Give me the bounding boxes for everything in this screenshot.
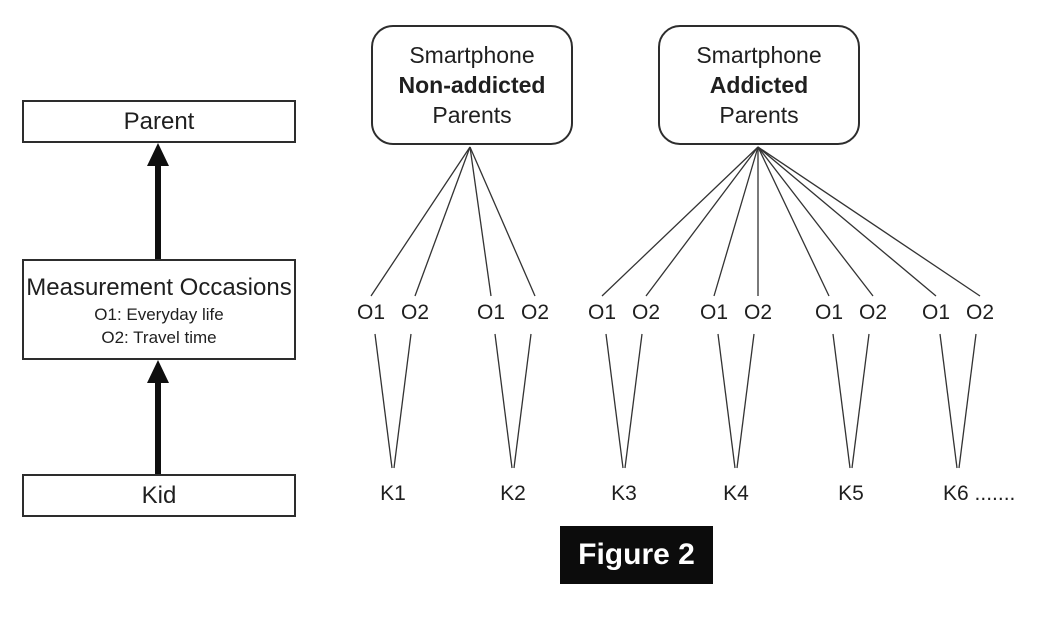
- kid-label-k5: K5: [838, 482, 864, 505]
- occasion-to-kid-lines: [374, 333, 977, 469]
- occasion-label: O1: [921, 301, 951, 324]
- kid-label-k6: K6 .......: [943, 482, 1016, 505]
- parent-box-label: Parent: [123, 107, 195, 135]
- non-addicted-parents-box: Smartphone Non-addicted Parents: [371, 25, 573, 145]
- kid-label-k1: K1: [380, 482, 406, 505]
- occasion-1-description: O1: Everyday life: [94, 304, 224, 324]
- kid-label-k4: K4: [723, 482, 749, 505]
- kid-label-k2: K2: [500, 482, 526, 505]
- left-fan-lines: [370, 146, 536, 297]
- group-line-top: Smartphone: [696, 42, 822, 68]
- parent-box: Parent: [22, 100, 296, 143]
- occasion-label: O2: [858, 301, 888, 324]
- group-line-bottom: Parents: [432, 102, 512, 128]
- occasion-2-description: O2: Travel time: [101, 327, 217, 347]
- group-line-middle: Addicted: [709, 72, 809, 98]
- measurement-occasions-box: Measurement Occasions O1: Everyday life …: [22, 259, 296, 360]
- group-line-bottom: Parents: [719, 102, 799, 128]
- occasion-label: O1: [476, 301, 506, 324]
- occasion-label: O2: [743, 301, 773, 324]
- occasion-label: O1: [814, 301, 844, 324]
- occasion-label: O1: [356, 301, 386, 324]
- occasion-label: O1: [699, 301, 729, 324]
- addicted-parents-box: Smartphone Addicted Parents: [658, 25, 860, 145]
- occasion-label: O2: [520, 301, 550, 324]
- kid-box: Kid: [22, 474, 296, 517]
- occasion-label: O2: [631, 301, 661, 324]
- kid-label-k3: K3: [611, 482, 637, 505]
- group-line-middle: Non-addicted: [398, 72, 546, 98]
- occasion-label: O2: [965, 301, 995, 324]
- figure-caption-text: Figure 2: [578, 538, 695, 571]
- group-line-top: Smartphone: [409, 42, 535, 68]
- arrow-kid-to-measurement: [147, 360, 169, 475]
- arrow-measurement-to-parent: [147, 143, 169, 259]
- occasion-label: O2: [400, 301, 430, 324]
- measurement-occasions-title: Measurement Occasions: [26, 273, 292, 301]
- kid-box-label: Kid: [141, 481, 177, 509]
- figure-caption: Figure 2: [560, 526, 713, 584]
- occasion-label: O1: [587, 301, 617, 324]
- right-fan-lines: [601, 146, 981, 297]
